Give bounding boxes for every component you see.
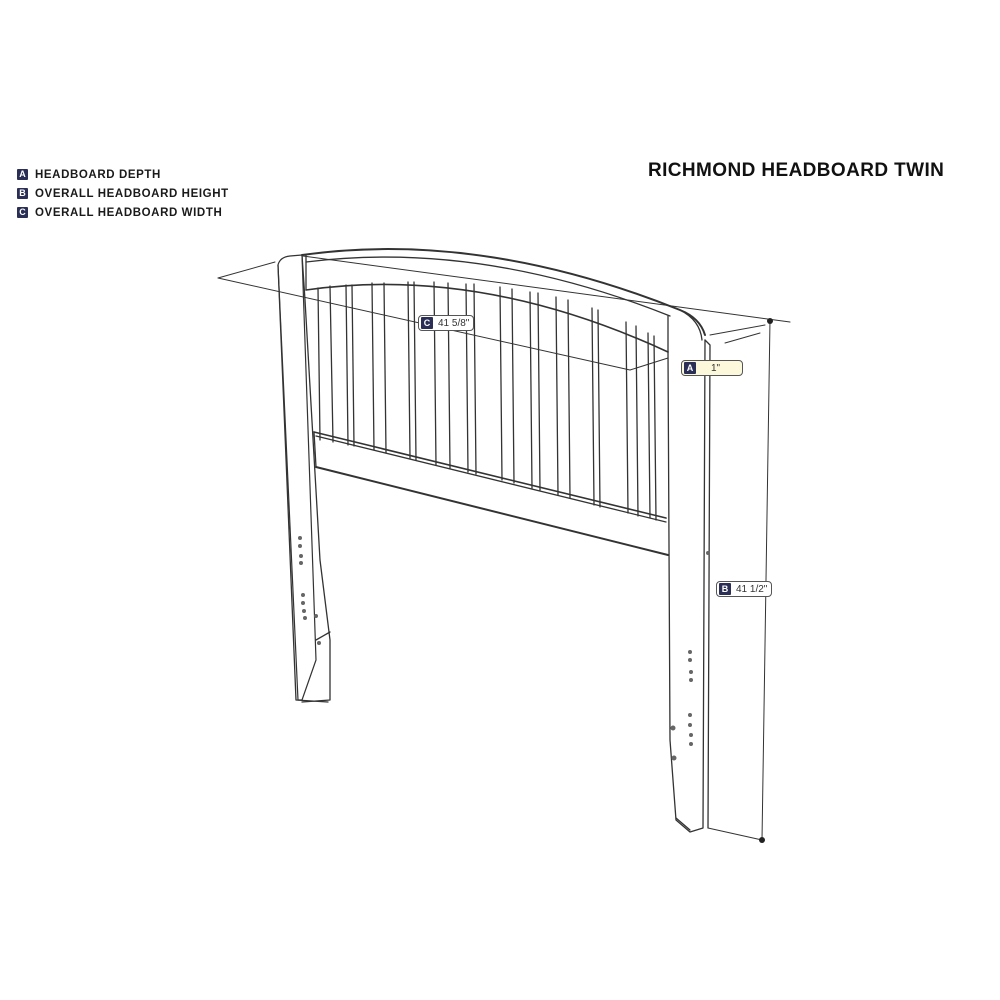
- legend-label-height: OVERALL HEADBOARD HEIGHT: [35, 187, 229, 200]
- product-title: RICHMOND HEADBOARD TWIN: [648, 160, 945, 181]
- width-dimension-label: C 41 5/8": [418, 315, 475, 331]
- depth-value: 1": [711, 362, 721, 374]
- depth-badge: A: [684, 362, 696, 374]
- legend-badge-c: C: [17, 207, 28, 218]
- legend-label-depth: HEADBOARD DEPTH: [35, 168, 161, 181]
- top-arched-rail: [301, 248, 706, 353]
- vertical-slats: [317, 281, 657, 521]
- legend-badge-a: A: [17, 169, 28, 180]
- legend-item-height: B OVERALL HEADBOARD HEIGHT: [17, 184, 229, 203]
- hardware-holes: [298, 536, 710, 761]
- depth-dimension-label: A 1": [681, 360, 744, 376]
- legend-item-depth: A HEADBOARD DEPTH: [17, 165, 229, 184]
- dimension-lines: [217, 255, 791, 841]
- height-dimension-label: B 41 1/2": [716, 581, 773, 597]
- height-value: 41 1/2": [736, 583, 768, 595]
- right-post: [667, 339, 711, 833]
- legend-badge-b: B: [17, 188, 28, 199]
- width-badge: C: [421, 317, 433, 329]
- left-post: [277, 254, 331, 703]
- height-badge: B: [719, 583, 731, 595]
- dimension-endpoints: [759, 318, 773, 843]
- dimension-legend: A HEADBOARD DEPTH B OVERALL HEADBOARD HE…: [17, 165, 229, 222]
- width-value: 41 5/8": [438, 317, 470, 329]
- legend-item-width: C OVERALL HEADBOARD WIDTH: [17, 203, 229, 222]
- bottom-rail: [313, 431, 669, 556]
- legend-label-width: OVERALL HEADBOARD WIDTH: [35, 206, 223, 219]
